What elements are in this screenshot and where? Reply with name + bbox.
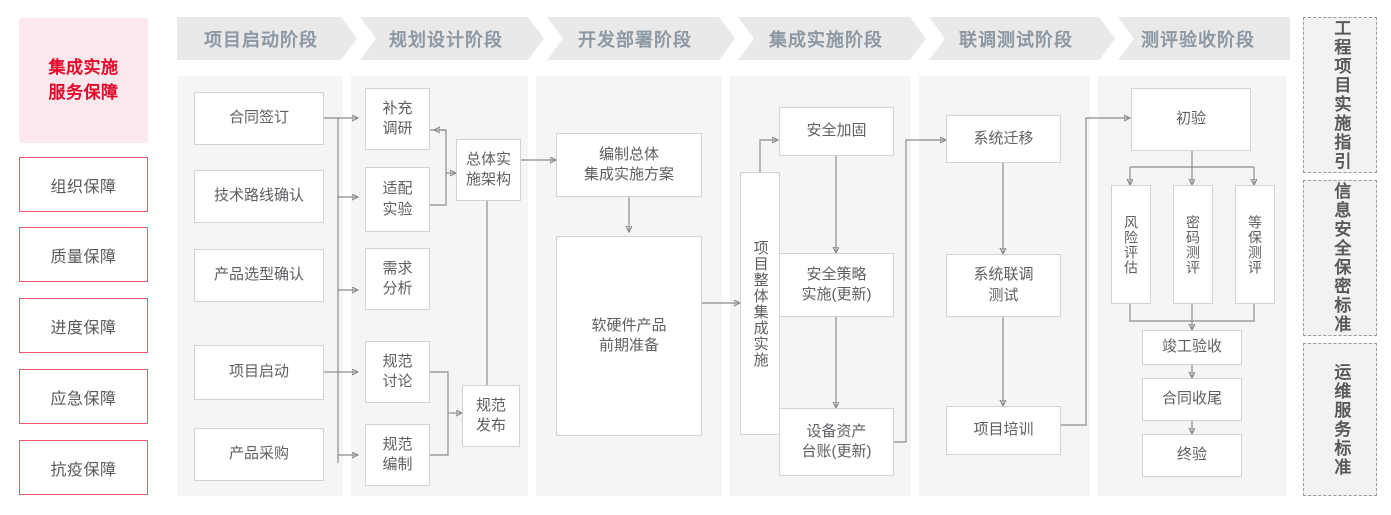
node-label-line1: 总体实 xyxy=(465,150,511,168)
phase-header-4: 集成实施阶段 xyxy=(738,17,926,60)
node-label-line1: 规范 xyxy=(475,396,506,414)
node-security-policy-implementation[interactable]: 安全策略 实施(更新) xyxy=(779,253,894,317)
node-project-kickoff[interactable]: 项目启动 xyxy=(194,345,324,400)
guarantee-item-epidemic[interactable]: 抗疫保障 xyxy=(19,440,148,495)
guarantee-label: 抗疫保障 xyxy=(50,461,117,479)
node-label-line2: 实施(更新) xyxy=(801,286,872,303)
guarantee-label: 组织保障 xyxy=(50,178,117,196)
node-label-line2: 实验 xyxy=(382,200,413,218)
node-label-line2: 发布 xyxy=(475,417,506,434)
node-label: 产品选型确认 xyxy=(213,266,304,284)
guarantee-item-emergency[interactable]: 应急保障 xyxy=(19,369,148,424)
node-label: 系统迁移 xyxy=(973,129,1034,147)
node-label: 合同收尾 xyxy=(1161,390,1222,408)
node-label: 等保测评 xyxy=(1247,214,1264,275)
node-password-evaluation[interactable]: 密码测评 xyxy=(1173,185,1213,304)
node-label-line2: 施架构 xyxy=(465,171,511,188)
guarantee-label: 进度保障 xyxy=(50,319,117,337)
node-requirement-analysis[interactable]: 需求 分析 xyxy=(365,248,430,310)
node-label-line2: 调研 xyxy=(382,120,413,137)
phase-header-label: 项目启动阶段 xyxy=(204,29,318,50)
phase-header-3: 开发部署阶段 xyxy=(547,17,735,60)
phase-header-label: 规划设计阶段 xyxy=(389,29,503,50)
phase-header-label: 联调测试阶段 xyxy=(959,29,1073,50)
phase-header-label: 开发部署阶段 xyxy=(578,29,692,50)
phase-header-5: 联调测试阶段 xyxy=(929,17,1115,60)
node-label: 合同签订 xyxy=(228,109,289,127)
node-product-procurement[interactable]: 产品采购 xyxy=(194,428,324,481)
node-label-line1: 规范 xyxy=(382,352,413,370)
node-overall-project-integration[interactable]: 项目整体集成实施 xyxy=(740,172,780,435)
node-classified-protection-evaluation[interactable]: 等保测评 xyxy=(1235,185,1275,304)
node-label: 终验 xyxy=(1176,446,1207,464)
node-label-line2: 前期准备 xyxy=(598,337,659,354)
node-label: 初验 xyxy=(1175,110,1206,128)
standard-label: 工程项目实施指引 xyxy=(1331,19,1351,171)
standard-box-engineering-guide[interactable]: 工程项目实施指引 xyxy=(1303,17,1377,173)
standard-label: 运维服务标准 xyxy=(1331,362,1351,477)
node-contract-closeout[interactable]: 合同收尾 xyxy=(1142,378,1242,421)
node-label: 项目整体集成实施 xyxy=(751,239,769,368)
node-product-selection-confirm[interactable]: 产品选型确认 xyxy=(194,249,324,302)
node-adaptation-experiment[interactable]: 适配 实验 xyxy=(365,167,430,232)
node-standard-release[interactable]: 规范 发布 xyxy=(462,385,520,447)
node-label: 项目启动 xyxy=(228,363,289,381)
node-supplementary-research[interactable]: 补充 调研 xyxy=(365,88,430,150)
guarantee-item-organization[interactable]: 组织保障 xyxy=(19,157,148,212)
guarantee-label: 质量保障 xyxy=(50,248,117,266)
node-contract-signing[interactable]: 合同签订 xyxy=(194,92,324,145)
node-label-line1: 需求 xyxy=(382,259,413,277)
node-security-hardening[interactable]: 安全加固 xyxy=(779,107,894,156)
phase-header-2: 规划设计阶段 xyxy=(360,17,544,60)
node-label-line1: 设备资产 xyxy=(806,422,867,440)
node-overall-integration-plan[interactable]: 编制总体 集成实施方案 xyxy=(556,133,702,197)
node-label: 密码测评 xyxy=(1185,214,1202,275)
node-standard-drafting[interactable]: 规范 编制 xyxy=(365,424,430,486)
node-label-line2: 台账(更新) xyxy=(801,443,872,460)
node-label-line2: 编制 xyxy=(382,456,413,473)
lead-title-line2: 服务保障 xyxy=(48,82,119,102)
phase-header-label: 测评验收阶段 xyxy=(1141,29,1255,50)
node-preliminary-acceptance[interactable]: 初验 xyxy=(1131,88,1251,151)
node-hardware-software-preparation[interactable]: 软硬件产品 前期准备 xyxy=(556,236,702,436)
node-label-line1: 补充 xyxy=(382,99,413,117)
guarantee-item-progress[interactable]: 进度保障 xyxy=(19,298,148,353)
node-label-line2: 测试 xyxy=(988,286,1019,304)
lead-title-card: 集成实施 服务保障 xyxy=(19,18,148,143)
node-label-line1: 安全策略 xyxy=(806,265,867,283)
node-tech-route-confirm[interactable]: 技术路线确认 xyxy=(194,170,324,223)
node-label: 竣工验收 xyxy=(1161,338,1222,356)
node-completion-acceptance[interactable]: 竣工验收 xyxy=(1142,330,1242,365)
node-label-line1: 系统联调 xyxy=(973,266,1034,284)
node-asset-ledger-update[interactable]: 设备资产 台账(更新) xyxy=(779,408,894,476)
node-label-line1: 规范 xyxy=(382,435,413,453)
node-standard-discussion[interactable]: 规范 讨论 xyxy=(365,341,430,403)
node-system-migration[interactable]: 系统迁移 xyxy=(946,115,1061,163)
node-label-line1: 编制总体 xyxy=(598,145,659,163)
node-overall-implementation-architecture[interactable]: 总体实 施架构 xyxy=(456,139,521,201)
phase-header-label: 集成实施阶段 xyxy=(769,29,883,50)
lead-title-line1: 集成实施 xyxy=(48,57,119,77)
node-project-training[interactable]: 项目培训 xyxy=(946,406,1061,455)
standard-box-ops-service[interactable]: 运维服务标准 xyxy=(1303,343,1377,496)
phase-header-6: 测评验收阶段 xyxy=(1118,17,1290,60)
standard-box-security-confidentiality[interactable]: 信息安全保密标准 xyxy=(1303,180,1377,336)
guarantee-label: 应急保障 xyxy=(50,390,117,408)
node-final-acceptance[interactable]: 终验 xyxy=(1142,434,1242,477)
node-label: 技术路线确认 xyxy=(213,187,304,205)
node-label: 风险评估 xyxy=(1123,214,1140,275)
node-label: 产品采购 xyxy=(228,445,289,463)
node-risk-assessment[interactable]: 风险评估 xyxy=(1111,185,1151,304)
guarantee-item-quality[interactable]: 质量保障 xyxy=(19,227,148,282)
phase-header-1: 项目启动阶段 xyxy=(177,17,357,60)
node-label-line1: 软硬件产品 xyxy=(591,316,667,334)
standard-label: 信息安全保密标准 xyxy=(1331,182,1351,334)
node-system-joint-debug-test[interactable]: 系统联调 测试 xyxy=(946,254,1061,317)
node-label-line2: 集成实施方案 xyxy=(583,166,674,183)
node-label-line1: 适配 xyxy=(382,180,413,198)
node-label: 项目培训 xyxy=(973,421,1034,439)
node-label-line2: 分析 xyxy=(382,280,413,297)
node-label: 安全加固 xyxy=(806,122,867,140)
node-label-line2: 讨论 xyxy=(382,373,413,390)
